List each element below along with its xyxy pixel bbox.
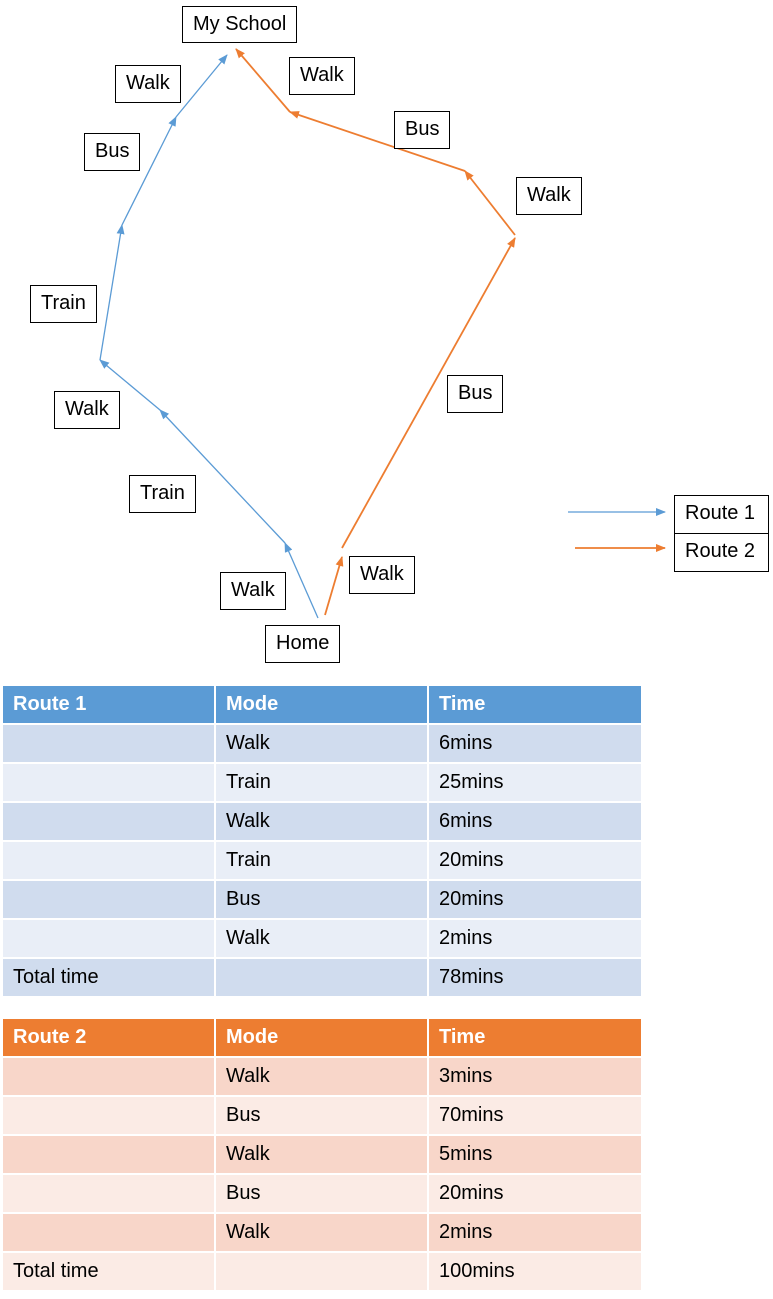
cell-mode: Bus [214, 1095, 429, 1136]
route1-label-walk-1: Walk [220, 572, 286, 610]
route1-segment-bus [121, 116, 177, 226]
route1-segment-train-1 [159, 409, 286, 544]
node-my-school: My School [182, 6, 298, 43]
route2-label-walk-1: Walk [349, 556, 415, 594]
cell-time: 2mins [427, 918, 643, 959]
cell-mode: Walk [214, 1212, 429, 1253]
cell-time: 3mins [427, 1056, 643, 1097]
cell-mode [214, 957, 429, 998]
cell-time: 20mins [427, 879, 643, 920]
cell-mode: Walk [214, 801, 429, 842]
cell-mode: Train [214, 762, 429, 803]
route1-label-bus: Bus [84, 133, 141, 171]
route2-label-walk-2: Walk [516, 177, 582, 215]
route2-label-bus-2: Bus [394, 111, 451, 149]
cell-total-time: 78mins [427, 957, 643, 998]
cell-mode: Bus [214, 879, 429, 920]
route2-segment-walk-3 [235, 48, 291, 113]
route2-segment-walk-1 [324, 556, 344, 616]
route-diagram: My School Home Walk Train Walk Train Bus… [30, 6, 769, 663]
table-header-row: Route 2 Mode Time [1, 1017, 643, 1058]
table-row: Bus 20mins [1, 879, 643, 920]
header-time: Time [427, 1017, 643, 1058]
cell-route [1, 840, 216, 881]
table-row: Train 20mins [1, 840, 643, 881]
table-row: Walk 2mins [1, 1212, 643, 1253]
cell-route [1, 879, 216, 920]
table-row: Train 25mins [1, 762, 643, 803]
table-row: Bus 70mins [1, 1095, 643, 1136]
route2-segment-bus-2 [289, 111, 466, 172]
route2-label-bus-1: Bus [447, 375, 504, 413]
cell-time: 2mins [427, 1212, 643, 1253]
cell-total-label: Total time [1, 1251, 216, 1292]
table-header-row: Route 1 Mode Time [1, 684, 643, 725]
cell-route [1, 1134, 216, 1175]
route2-segment-walk-2 [464, 170, 516, 236]
cell-mode [214, 1251, 429, 1292]
cell-route [1, 1095, 216, 1136]
legend-route2-label: Route 2 [674, 533, 769, 572]
table-row: Bus 20mins [1, 1173, 643, 1214]
total-row: Total time 100mins [1, 1251, 643, 1292]
route1-label-train-1: Train [129, 475, 196, 513]
route1-segment-walk-3 [175, 54, 228, 118]
cell-mode: Walk [214, 918, 429, 959]
cell-route [1, 1056, 216, 1097]
cell-route [1, 801, 216, 842]
header-mode: Mode [214, 1017, 429, 1058]
cell-time: 6mins [427, 723, 643, 764]
cell-route [1, 1212, 216, 1253]
header-mode: Mode [214, 684, 429, 725]
table-row: Walk 5mins [1, 1134, 643, 1175]
cell-time: 20mins [427, 840, 643, 881]
table-row: Walk 6mins [1, 723, 643, 764]
cell-mode: Walk [214, 1134, 429, 1175]
header-time: Time [427, 684, 643, 725]
cell-mode: Walk [214, 1056, 429, 1097]
cell-route [1, 723, 216, 764]
header-route: Route 2 [1, 1017, 216, 1058]
route1-segment-walk-1 [284, 542, 319, 619]
route1-label-walk-3: Walk [115, 65, 181, 103]
header-route: Route 1 [1, 684, 216, 725]
legend-route1-label: Route 1 [674, 495, 769, 534]
total-row: Total time 78mins [1, 957, 643, 998]
table-row: Walk 6mins [1, 801, 643, 842]
route2-segment-bus-1 [341, 237, 516, 549]
cell-time: 25mins [427, 762, 643, 803]
cell-time: 5mins [427, 1134, 643, 1175]
route2-table: Route 2 Mode Time Walk 3mins Bus 70mins … [1, 1017, 643, 1292]
cell-mode: Walk [214, 723, 429, 764]
cell-route [1, 918, 216, 959]
route1-table: Route 1 Mode Time Walk 6mins Train 25min… [1, 684, 643, 998]
cell-mode: Bus [214, 1173, 429, 1214]
table-row: Walk 3mins [1, 1056, 643, 1097]
route1-label-walk-2: Walk [54, 391, 120, 429]
cell-total-label: Total time [1, 957, 216, 998]
cell-time: 70mins [427, 1095, 643, 1136]
cell-mode: Train [214, 840, 429, 881]
cell-time: 20mins [427, 1173, 643, 1214]
cell-total-time: 100mins [427, 1251, 643, 1292]
route1-segment-walk-2 [99, 359, 161, 411]
route1-segment-train-2 [99, 224, 125, 361]
cell-route [1, 1173, 216, 1214]
node-home: Home [265, 625, 341, 663]
cell-time: 6mins [427, 801, 643, 842]
cell-route [1, 762, 216, 803]
table-row: Walk 2mins [1, 918, 643, 959]
route1-label-train-2: Train [30, 285, 97, 323]
route-arrows [99, 48, 666, 619]
route2-label-walk-3: Walk [289, 57, 355, 95]
